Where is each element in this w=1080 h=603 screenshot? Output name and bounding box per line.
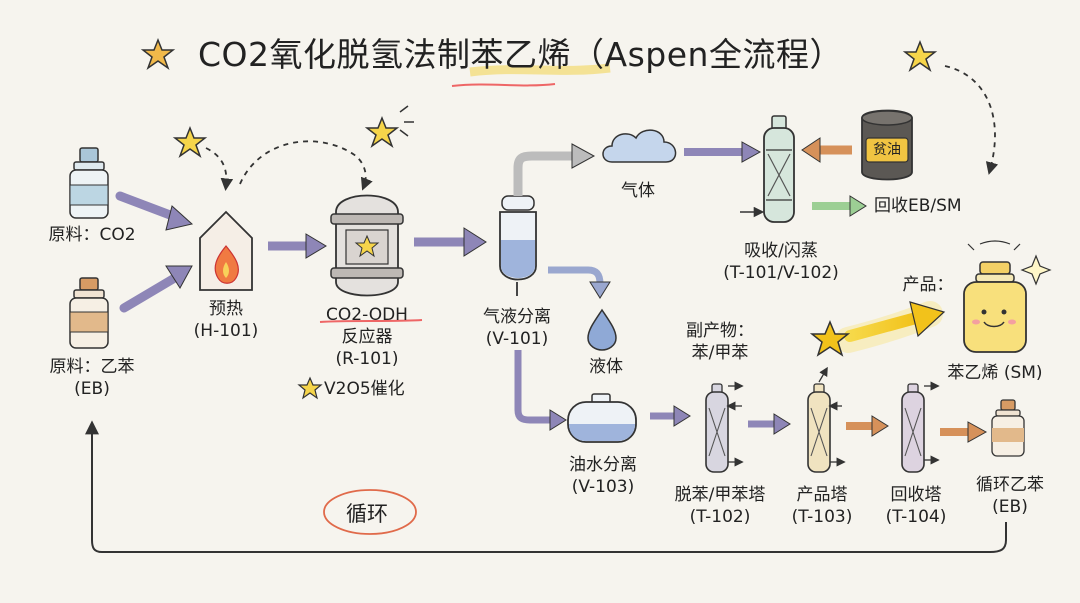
recycle-eb-bottle-icon bbox=[991, 399, 1025, 457]
product-prefix-label: 产品： bbox=[902, 275, 954, 295]
star-icon bbox=[809, 320, 851, 357]
flow-arrow-head bbox=[741, 141, 762, 163]
product-arrow bbox=[844, 312, 922, 342]
catalyst-star-icon bbox=[297, 376, 323, 400]
star-icon bbox=[140, 37, 176, 70]
title-underline bbox=[451, 83, 556, 87]
flow-arrow-head bbox=[849, 195, 867, 217]
star-icon bbox=[364, 115, 400, 148]
absorber-label: 吸收/闪蒸(T-101/V-102) bbox=[723, 241, 839, 283]
cycle-label: 循环 bbox=[346, 502, 388, 526]
oil-water-separator-icon bbox=[567, 393, 637, 443]
heater-icon bbox=[199, 210, 253, 291]
smiling-product-bottle-icon bbox=[963, 240, 1027, 353]
star-icon bbox=[172, 125, 208, 158]
droplet-icon bbox=[587, 308, 617, 351]
catalyst-label: V2O5催化 bbox=[324, 379, 405, 399]
gas-flow-arrow bbox=[513, 151, 574, 196]
title-highlight bbox=[469, 63, 611, 77]
recover-eb-sm-label: 回收EB/SM bbox=[874, 196, 962, 216]
separator-v101-label: 气液分离(V-101) bbox=[483, 307, 551, 349]
flow-arrow-head bbox=[773, 413, 791, 435]
column-t104-label: 回收塔(T-104) bbox=[885, 485, 947, 527]
reactor-label-underline bbox=[319, 319, 423, 323]
product-sm-label: 苯乙烯 (SM) bbox=[947, 363, 1043, 383]
column-t102-icon bbox=[705, 381, 744, 473]
separator-v101-icon bbox=[499, 195, 537, 296]
flow-arrow-head bbox=[305, 233, 327, 259]
dashed-arrow bbox=[205, 147, 234, 192]
byproduct-label: 副产物：苯/甲苯 bbox=[686, 321, 754, 363]
recycle-loop-line bbox=[85, 420, 1007, 553]
flow-arrow-head bbox=[165, 265, 193, 289]
flow-arrow-head bbox=[801, 137, 821, 163]
preheat-label: 预热(H-101) bbox=[193, 299, 259, 341]
flow-arrow-head bbox=[673, 405, 691, 427]
column-t102-label: 脱苯/甲苯塔(T-102) bbox=[674, 485, 766, 527]
column-t104-icon bbox=[901, 381, 940, 473]
dashed-arrow bbox=[944, 65, 999, 175]
sparkle-icon bbox=[1020, 254, 1052, 286]
flow-arrow-head bbox=[967, 421, 988, 443]
oil-water-separator-label: 油水分离(V-103) bbox=[569, 455, 637, 497]
flow-arrow bbox=[514, 350, 552, 424]
lean-oil-label: 贫油 bbox=[873, 142, 901, 158]
reactor-icon bbox=[330, 194, 404, 297]
column-t103-label: 产品塔(T-103) bbox=[791, 485, 853, 527]
eb-bottle-icon bbox=[69, 277, 109, 349]
gas-label: 气体 bbox=[621, 181, 655, 201]
cycle-label-circle bbox=[323, 489, 417, 535]
liquid-label: 液体 bbox=[589, 357, 623, 377]
sparkle-lines bbox=[399, 105, 414, 137]
flow-arrow bbox=[119, 271, 183, 313]
co2-bottle-icon bbox=[69, 147, 109, 219]
flow-arrow-head bbox=[871, 415, 889, 437]
flow-arrow-head bbox=[549, 409, 567, 431]
flow-arrow bbox=[115, 191, 183, 223]
flow-arrow-head bbox=[589, 281, 611, 299]
star-icon bbox=[902, 39, 938, 72]
oil-drum-icon bbox=[861, 109, 913, 181]
absorber-column-icon bbox=[740, 115, 795, 223]
cloud-icon bbox=[602, 129, 677, 163]
flow-arrow-head bbox=[463, 227, 487, 257]
flow-arrow-head bbox=[571, 143, 596, 169]
recycle-eb-label: 循环乙苯(EB) bbox=[976, 475, 1044, 517]
flow-arrow-head bbox=[165, 205, 194, 231]
dashed-arrow bbox=[239, 140, 373, 191]
co2-feed-label: 原料：CO2 bbox=[48, 225, 136, 245]
column-t103-icon bbox=[807, 366, 846, 473]
product-arrow-head bbox=[909, 301, 946, 338]
page-title: CO2氧化脱氢法制苯乙烯（Aspen全流程） bbox=[198, 35, 843, 74]
eb-feed-label: 原料：乙苯(EB) bbox=[49, 357, 135, 399]
